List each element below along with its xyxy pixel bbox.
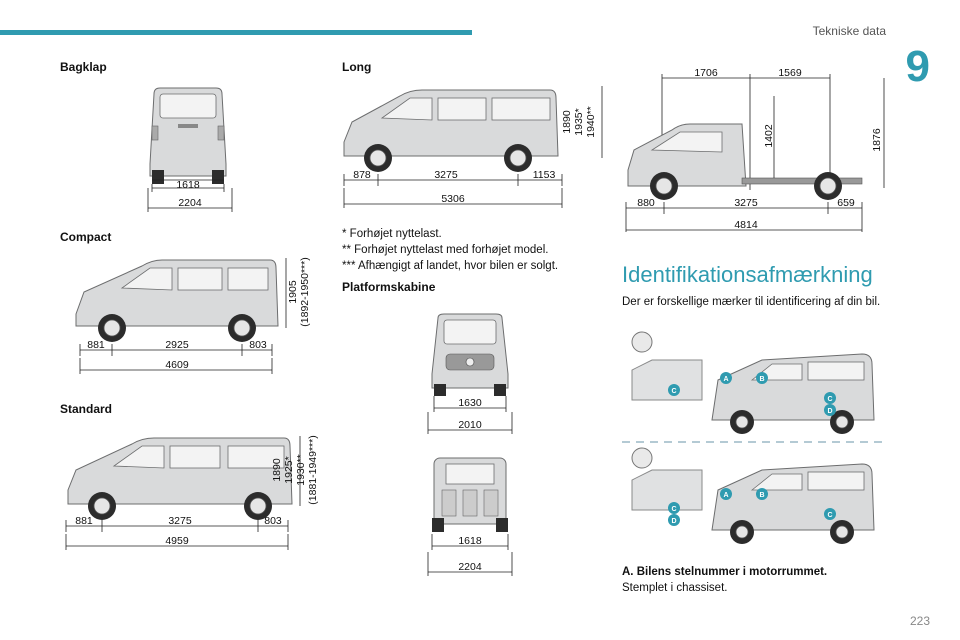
footnote-1: * Forhøjet nyttelast. — [342, 228, 442, 240]
section-title: Tekniske data — [812, 24, 886, 38]
long-front-overhang: 878 — [353, 169, 371, 181]
chassis-wheelbase: 3275 — [734, 197, 758, 209]
platform-rear-width: 2204 — [458, 561, 482, 573]
item-a-text: Stemplet i chassiset. — [622, 582, 728, 594]
standard-rear-overhang: 803 — [264, 515, 282, 527]
long-height: 1890 — [561, 110, 573, 134]
svg-text:B: B — [759, 492, 764, 499]
platform-front-view: 1630 2010 — [427, 313, 513, 434]
badge-d: D — [824, 404, 836, 416]
chassis-rear-overhang: 659 — [837, 197, 855, 209]
header-accent-bar — [0, 30, 472, 35]
platform-rear-track: 1618 — [458, 535, 482, 547]
footnote-3: *** Afhængigt af landet, hvor bilen er s… — [342, 260, 559, 272]
badge-c-4: C — [824, 508, 836, 520]
chassis-top-dim-2: 1569 — [778, 67, 802, 79]
platform-front-width: 2010 — [458, 419, 482, 431]
compact-rear-overhang: 803 — [249, 339, 267, 351]
page-number: 223 — [909, 614, 930, 628]
compact-front-overhang: 881 — [87, 339, 105, 351]
standard-front-overhang: 881 — [75, 515, 93, 527]
badge-b: B — [756, 372, 768, 384]
identification-heading: Identifikationsafmærkning — [622, 262, 873, 287]
platform-front-track: 1630 — [458, 397, 482, 409]
svg-text:C: C — [827, 396, 832, 403]
long-wheelbase: 3275 — [434, 169, 458, 181]
badge-c: C — [668, 384, 680, 396]
standard-height-2: 1930** — [295, 454, 307, 486]
badge-c-3: C — [668, 502, 680, 514]
bagklap-track-dim: 1618 — [176, 179, 200, 191]
svg-text:A: A — [723, 376, 728, 383]
identification-diagram: A B C C D A B C D C — [622, 331, 882, 544]
svg-text:B: B — [759, 376, 764, 383]
compact-height: 1905 — [287, 280, 299, 304]
platform-heading: Platformskabine — [342, 280, 436, 294]
standard-height-1: 1925* — [283, 456, 295, 483]
compact-length: 4609 — [165, 359, 189, 371]
svg-text:D: D — [671, 518, 676, 525]
item-a-title: A. Bilens stelnummer i motorrummet. — [622, 566, 828, 578]
platform-rear-view: 1618 2204 — [427, 457, 513, 576]
standard-wheelbase: 3275 — [168, 515, 192, 527]
badge-a: A — [720, 372, 732, 384]
chassis-total-height: 1876 — [871, 128, 883, 152]
long-length: 5306 — [441, 193, 465, 205]
bagklap-rear-view: 1618 2204 — [147, 87, 233, 212]
svg-text:D: D — [827, 408, 832, 415]
badge-c2: C — [824, 392, 836, 404]
svg-text:C: C — [827, 512, 832, 519]
compact-heading: Compact — [60, 230, 112, 244]
chapter-number: 9 — [905, 42, 930, 91]
badge-b-2: B — [756, 488, 768, 500]
long-height-1: 1935* — [573, 108, 585, 135]
bagklap-width-dim: 2204 — [178, 197, 202, 209]
chassis-front-overhang: 880 — [637, 197, 655, 209]
chassis-top-dim-1: 1706 — [694, 67, 718, 79]
long-height-2: 1940** — [585, 106, 597, 138]
chassis-length: 4814 — [734, 219, 758, 231]
standard-side-view: 881 3275 803 4959 1890 1925* 1930** (188… — [65, 435, 319, 550]
standard-height: 1890 — [271, 458, 283, 482]
chassis-cab-diagram: 1706 1569 1402 1876 880 3275 659 4814 — [625, 67, 885, 232]
footnote-2: ** Forhøjet nyttelast med forhøjet model… — [342, 244, 549, 256]
compact-wheelbase: 2925 — [165, 339, 189, 351]
standard-height-range: (1881-1949***) — [307, 435, 319, 504]
long-rear-overhang: 1153 — [533, 169, 556, 181]
badge-a-2: A — [720, 488, 732, 500]
svg-text:C: C — [671, 388, 676, 395]
svg-text:A: A — [723, 492, 728, 499]
chassis-frame-height: 1402 — [763, 124, 775, 148]
footnotes: * Forhøjet nyttelast. ** Forhøjet nyttel… — [342, 226, 558, 274]
compact-height-range: (1892-1950***) — [299, 257, 311, 326]
standard-heading: Standard — [60, 402, 113, 416]
identification-intro: Der er forskellige mærker til identifice… — [622, 296, 881, 308]
compact-side-view: 881 2925 803 4609 1905 (1892-1950***) — [75, 257, 311, 374]
svg-text:C: C — [671, 506, 676, 513]
long-heading: Long — [342, 60, 372, 74]
badge-d-2: D — [668, 514, 680, 526]
bagklap-heading: Bagklap — [60, 60, 107, 74]
long-side-view: 878 3275 1153 5306 1890 1935* 1940** — [343, 86, 603, 208]
standard-length: 4959 — [165, 535, 189, 547]
